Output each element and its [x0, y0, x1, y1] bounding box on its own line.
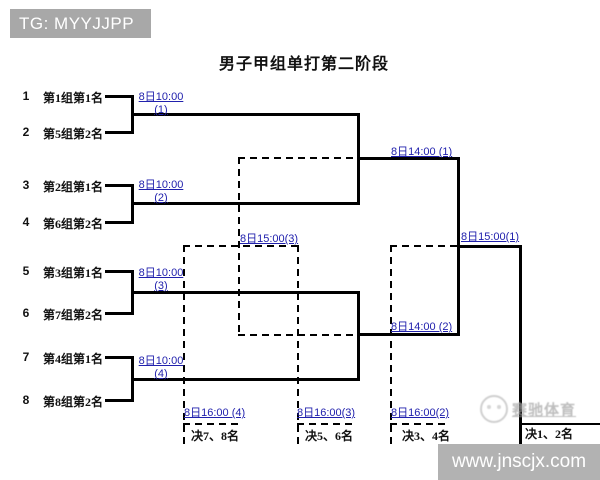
- bracket-line: [105, 270, 133, 273]
- page-title: 男子甲组单打第二阶段: [218, 56, 389, 73]
- entry-seed: 7: [22, 350, 30, 364]
- match-number: (2): [154, 192, 168, 204]
- bracket-line: [105, 221, 133, 224]
- entry-name: 第7组第2名: [43, 308, 104, 322]
- match-label-final: 8日15:00(1): [461, 231, 520, 243]
- placement-title-1-2: 决1、2名: [525, 427, 574, 441]
- entry-name: 第1组第1名: [43, 91, 104, 105]
- match-label-sf1: 8日14:00 (1): [391, 146, 453, 158]
- bracket-line: [131, 291, 360, 294]
- match-label-qf3: 8日10:00 (3): [136, 267, 186, 293]
- entry-seed: 8: [22, 393, 30, 407]
- entry-seed: 5: [22, 264, 30, 278]
- entry-name: 第6组第2名: [43, 217, 104, 231]
- match-time: 8日10:00: [138, 267, 184, 279]
- mascot-icon: [480, 395, 508, 423]
- loser-route-line: [390, 245, 392, 445]
- match-number: (3): [154, 280, 168, 292]
- entry-seed: 1: [22, 89, 30, 103]
- entry-name: 第8组第2名: [43, 395, 104, 409]
- match-time: 8日10:00: [138, 179, 184, 191]
- match-label-3-4: 8日16:00(2): [391, 407, 450, 419]
- entry-name: 第3组第1名: [43, 266, 104, 280]
- match-label-qf1: 8日10:00 (1): [136, 91, 186, 117]
- match-label-5-6: 8日16:00(3): [297, 407, 356, 419]
- entry-name: 第2组第1名: [43, 180, 104, 194]
- match-label-qf4: 8日10:00 (4): [136, 355, 186, 381]
- bracket-line: [105, 131, 133, 134]
- placement-title-5-6: 决5、6名: [305, 429, 354, 443]
- bracket-line: [131, 113, 360, 116]
- placement-title-7-8: 决7、8名: [191, 429, 240, 443]
- loser-route-line: [297, 423, 355, 425]
- match-number: (1): [154, 104, 168, 116]
- tg-watermark-badge: TG: MYYJJPP: [10, 9, 151, 38]
- entry-name: 第5组第2名: [43, 127, 104, 141]
- bracket-line: [357, 333, 460, 336]
- site-watermark: 赛驰体育: [480, 395, 576, 423]
- loser-route-line: [183, 423, 240, 425]
- bracket-line: [131, 202, 360, 205]
- bracket-line: [131, 378, 360, 381]
- bracket-line: [519, 423, 600, 425]
- match-label-sf2: 8日14:00 (2): [391, 321, 453, 333]
- match-label-7-8: 8日16:00 (4): [184, 407, 246, 419]
- watermark-text: 赛驰体育: [512, 402, 577, 419]
- bracket-line: [105, 399, 133, 402]
- entry-seed: 6: [22, 306, 30, 320]
- loser-route-line: [183, 245, 185, 445]
- match-number: (4): [154, 368, 168, 380]
- bracket-line: [457, 245, 522, 248]
- bracket-line: [357, 291, 360, 381]
- placement-title-3-4: 决3、4名: [402, 429, 451, 443]
- entry-seed: 2: [22, 125, 30, 139]
- bracket-line: [105, 312, 133, 315]
- loser-route-line: [390, 423, 445, 425]
- entry-seed: 3: [22, 178, 30, 192]
- entry-name: 第4组第1名: [43, 352, 104, 366]
- bracket-line: [357, 157, 460, 160]
- loser-route-line: [297, 245, 299, 445]
- loser-route-line: [390, 245, 457, 247]
- bracket-line: [105, 356, 133, 359]
- loser-route-line: [183, 245, 298, 247]
- website-url-bar: www.jnscjx.com: [438, 444, 600, 480]
- match-time: 8日10:00: [138, 355, 184, 367]
- bracket-line: [519, 245, 522, 444]
- entry-seed: 4: [22, 215, 30, 229]
- bracket-line: [105, 95, 133, 98]
- match-label-qf2: 8日10:00 (2): [136, 179, 186, 205]
- match-label-consolation: 8日15:00(3): [240, 233, 299, 245]
- loser-route-line: [238, 157, 357, 159]
- match-time: 8日10:00: [138, 91, 184, 103]
- bracket-line: [105, 184, 133, 187]
